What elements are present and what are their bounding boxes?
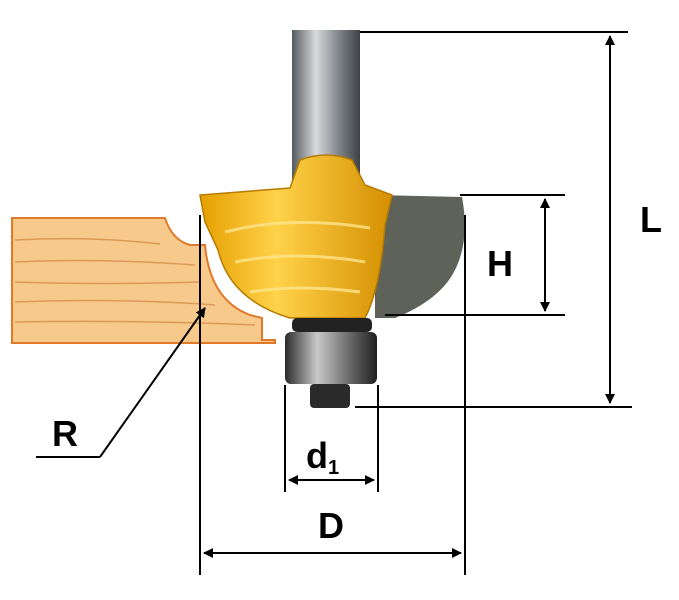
label-length: L [640,199,662,240]
label-diameter: D [318,505,344,546]
wood-workpiece [11,217,276,344]
carbide-cutter [375,195,465,318]
bearing [285,318,377,408]
label-d: d [306,435,328,476]
label-d-subscript: 1 [328,457,339,479]
label-bearing-diameter: d1 [306,435,339,479]
dimension-lines [36,31,632,575]
cutter-body [199,154,393,319]
wood-grain [14,237,256,326]
label-radius: R [52,413,78,454]
body-highlights [224,220,371,294]
label-height: H [487,243,513,284]
